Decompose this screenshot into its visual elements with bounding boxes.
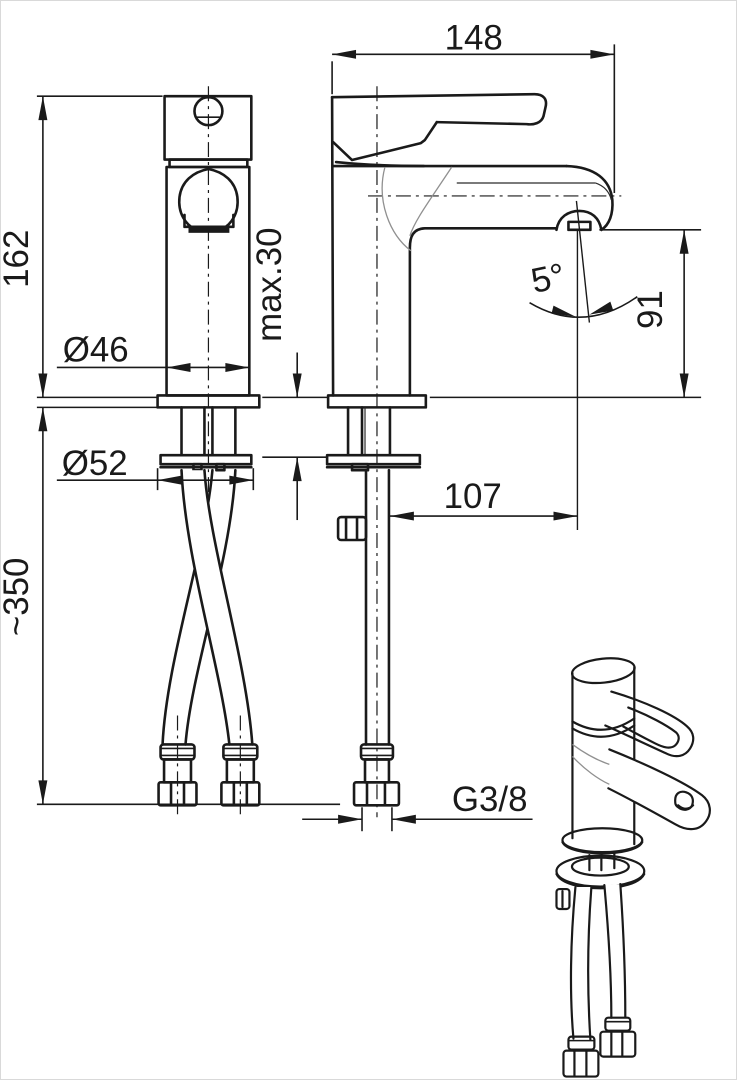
hose-fitting-left	[157, 715, 198, 818]
dim-max30-label: max.30	[250, 227, 289, 341]
dim-91-label: 91	[631, 290, 670, 329]
dim-52-label: Ø52	[62, 444, 128, 483]
dim-162-label: 162	[1, 230, 36, 288]
dimension-body-diameter: Ø46	[56, 330, 250, 372]
dim-g38-label: G3/8	[452, 780, 528, 819]
dim-46-label: Ø46	[63, 330, 129, 369]
hose-fitting-3d-right	[599, 1016, 637, 1058]
hose-elbow-fitting	[336, 515, 368, 542]
hose-fitting-side	[352, 743, 401, 807]
front-view	[156, 86, 261, 818]
dim-107-label: 107	[444, 477, 502, 516]
dimension-hose-length: ~350	[1, 406, 341, 806]
dimension-spout-height: 91	[429, 229, 702, 399]
dimension-base-diameter: Ø52	[56, 444, 255, 491]
dim-5deg-label: 5°	[528, 256, 569, 301]
hose-fitting-right	[220, 715, 261, 818]
dimension-spout-reach: 107	[389, 477, 578, 521]
dim-148-label: 148	[445, 18, 503, 57]
dimension-supply-thread: G3/8	[302, 780, 533, 832]
dimension-deck-thickness: max.30	[250, 227, 329, 521]
dimension-spout-angle: 5°	[528, 200, 638, 531]
perspective-view	[555, 657, 711, 1078]
hose-fitting-3d-left	[562, 1035, 600, 1078]
side-view	[325, 86, 622, 818]
dim-350-label: ~350	[1, 558, 36, 637]
dimension-body-height: 162	[1, 95, 163, 399]
dimension-overall-depth: 148	[331, 18, 616, 193]
